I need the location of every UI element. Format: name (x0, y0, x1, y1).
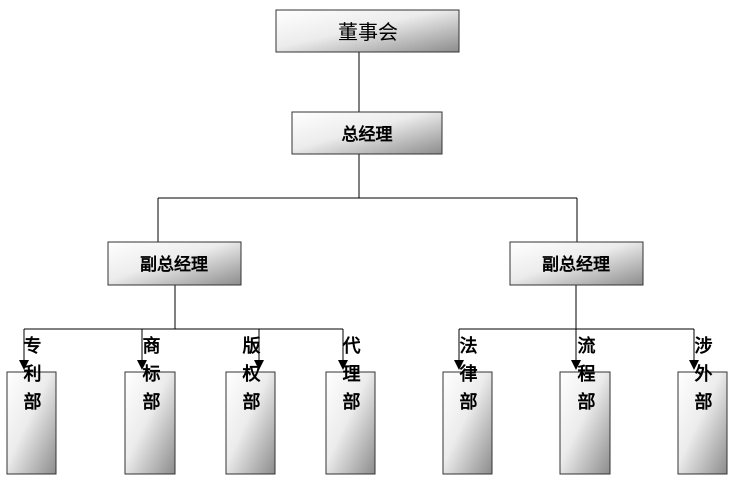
node-dept-trademark: 商标部 (124, 335, 176, 475)
node-deputy-left-box (107, 241, 242, 286)
node-board-label: 董事会 (338, 20, 398, 44)
node-deputy-right: 副总经理 (509, 241, 644, 286)
node-dept-patent: 专利部 (6, 335, 57, 475)
node-dept-copyright-box (225, 371, 276, 475)
node-general-manager-label: 总经理 (342, 124, 393, 145)
node-board: 董事会 (275, 9, 460, 53)
node-dept-patent-label: 专利部 (21, 335, 42, 420)
node-deputy-right-box (509, 241, 644, 286)
node-dept-foreign: 涉外部 (677, 336, 728, 475)
node-deputy-right-label: 副总经理 (542, 254, 610, 275)
node-deputy-left: 副总经理 (107, 241, 242, 286)
node-dept-process-label: 流程部 (575, 335, 596, 420)
node-board-box (275, 9, 460, 53)
connectors (19, 52, 699, 370)
node-dept-legal-label: 法律部 (457, 335, 478, 420)
node-dept-patent-box (6, 371, 57, 475)
node-dept-legal: 法律部 (442, 335, 493, 475)
node-dept-trademark-box (124, 371, 176, 475)
node-deputy-left-label: 副总经理 (140, 254, 208, 275)
node-general-manager-box (291, 111, 443, 155)
node-dept-agency-box (325, 371, 376, 475)
node-dept-foreign-box (677, 371, 728, 475)
node-dept-agency: 代理部 (325, 336, 376, 475)
node-dept-copyright-label: 版权部 (240, 335, 262, 420)
node-general-manager: 总经理 (291, 111, 443, 155)
node-dept-process: 流程部 (559, 335, 611, 475)
node-dept-agency-label: 代理部 (340, 336, 362, 420)
node-dept-copyright: 版权部 (225, 335, 276, 475)
node-dept-foreign-label: 涉外部 (692, 336, 713, 420)
node-dept-legal-box (442, 371, 493, 475)
node-dept-trademark-label: 商标部 (140, 335, 162, 420)
node-dept-process-box (559, 371, 611, 475)
